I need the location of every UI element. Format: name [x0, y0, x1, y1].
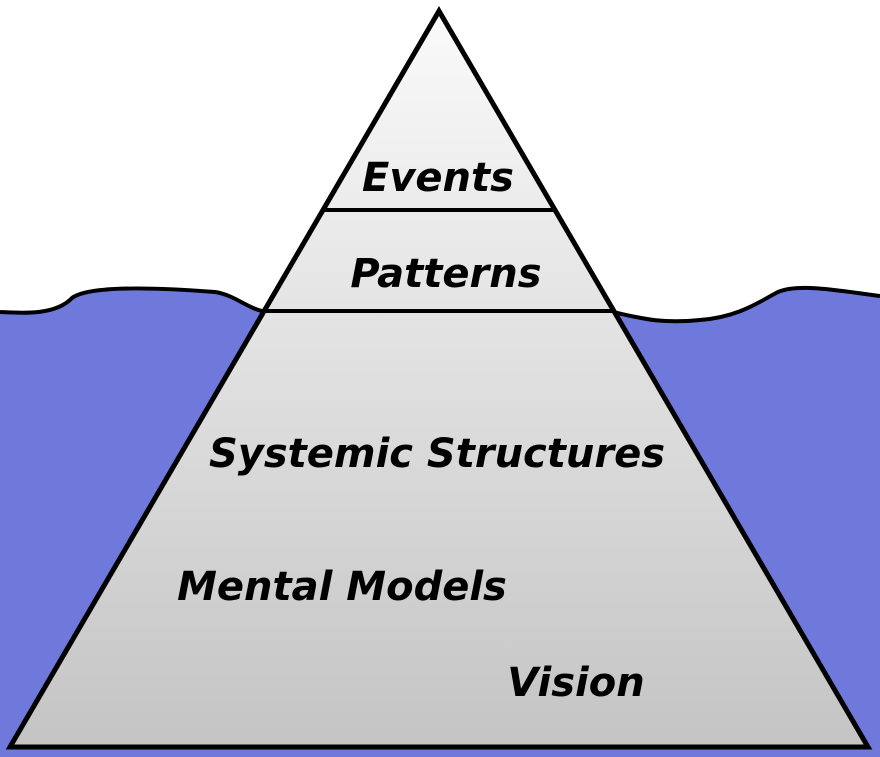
events-label: Events	[362, 155, 514, 201]
iceberg-pyramid	[5, 6, 873, 750]
patterns-label: Patterns	[350, 251, 541, 297]
systemic-structures-label: Systemic Structures	[209, 431, 665, 477]
vision-label: Vision	[507, 660, 644, 706]
water-surface-line	[0, 285, 880, 324]
mental-models-label: Mental Models	[177, 564, 507, 610]
